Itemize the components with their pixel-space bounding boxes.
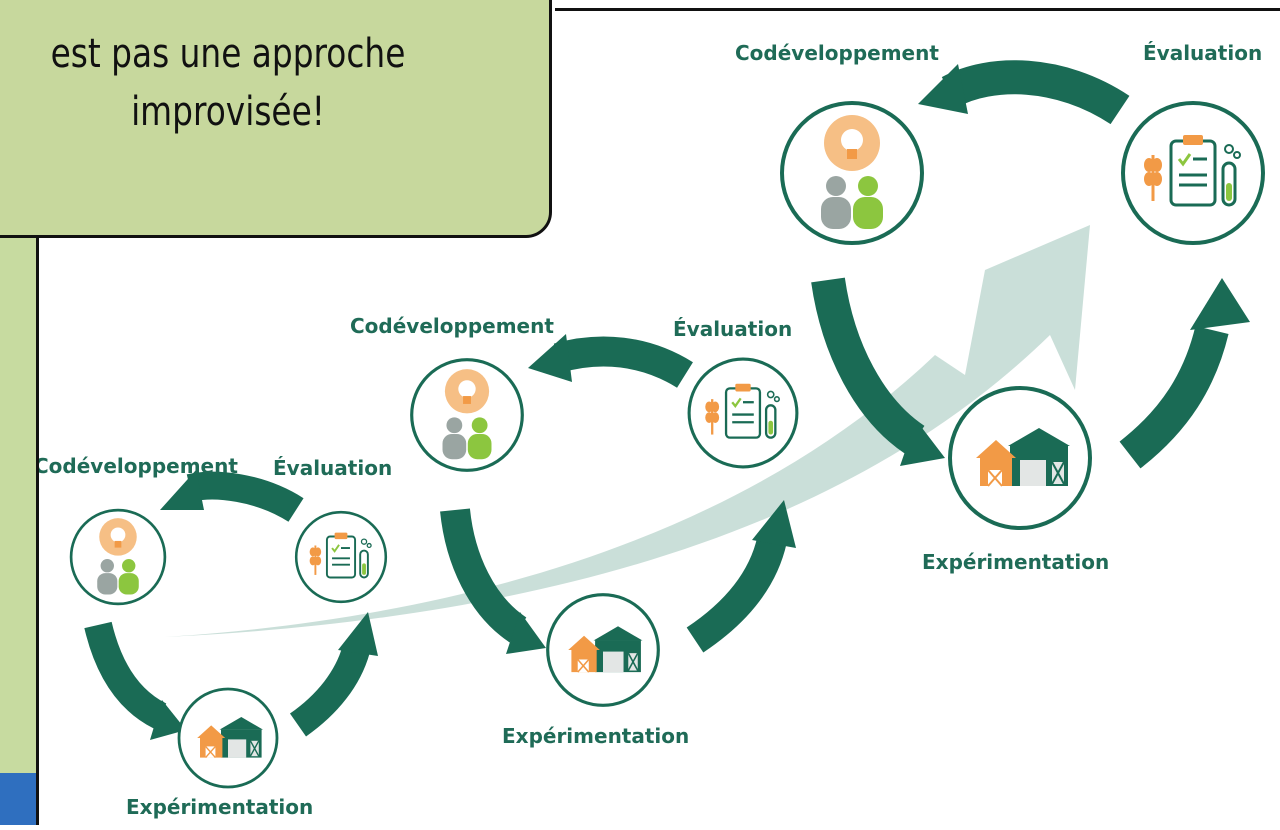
cycle-3-codeveloppement-label: Codéveloppement — [735, 41, 939, 65]
cycle-3-experimentation-label: Expérimentation — [922, 550, 1109, 574]
callout-box: est pas une approche improvisée! — [0, 0, 552, 238]
evaluation-icon-2 — [687, 357, 799, 469]
experimentation-icon-1 — [177, 687, 279, 789]
cycle-2-codeveloppement-label: Codéveloppement — [350, 314, 554, 338]
experimentation-icon-2 — [546, 593, 660, 707]
cycle-1-experimentation-label: Expérimentation — [126, 795, 313, 819]
experimentation-icon-3 — [948, 386, 1092, 530]
cycle-2-experimentation-label: Expérimentation — [502, 724, 689, 748]
cycle-3-evaluation-label: Évaluation — [1143, 41, 1262, 65]
codeveloppement-icon-3 — [780, 101, 924, 245]
cycle-1-arrows — [84, 470, 378, 740]
evaluation-icon-1 — [294, 510, 388, 604]
cycle-3-arrows — [811, 60, 1250, 469]
codeveloppement-icon-2 — [410, 358, 524, 472]
codeveloppement-icon-1 — [69, 508, 167, 606]
cycle-2-arrows — [440, 334, 796, 654]
evaluation-icon-3 — [1121, 101, 1265, 245]
cycle-1-codeveloppement-label: Codéveloppement — [34, 454, 238, 478]
callout-text: est pas une approche improvisée! — [50, 31, 406, 135]
cycle-1-evaluation-label: Évaluation — [273, 456, 392, 480]
cycle-2-evaluation-label: Évaluation — [673, 317, 792, 341]
top-divider — [555, 8, 1280, 11]
left-panel-blue-block — [0, 773, 36, 825]
